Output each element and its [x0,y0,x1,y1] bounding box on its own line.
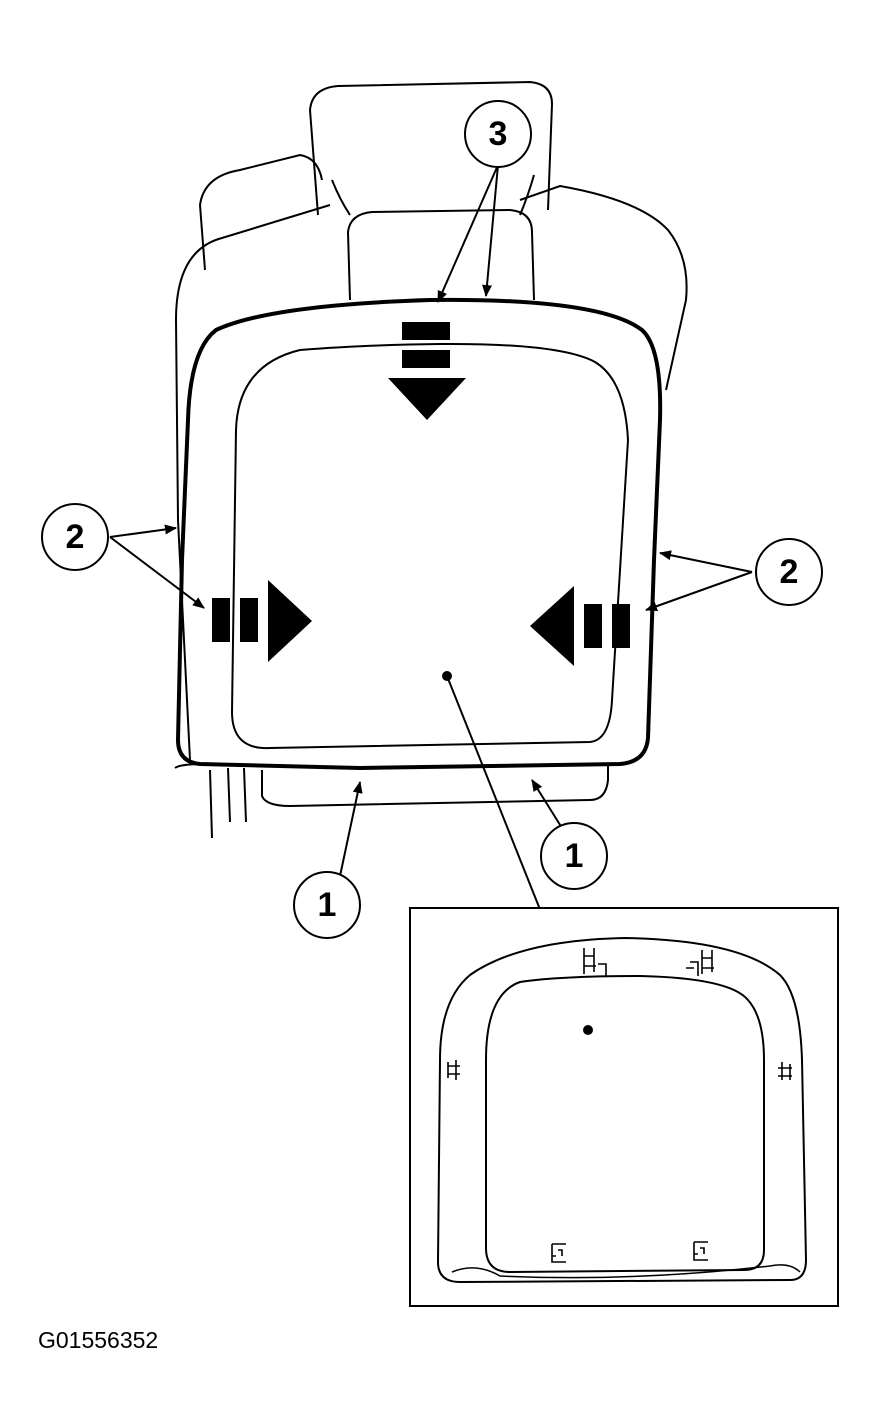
leader-2-left-b [109,536,205,609]
inset-panel-outer [436,936,808,1284]
headrest [308,80,554,216]
callout-3-label: 3 [489,115,508,153]
right-shoulder-bolster [519,184,688,391]
detail-pointer-dot-inset [583,1025,593,1035]
clip-icons [447,948,792,1263]
inset-lower-lip [451,1264,801,1279]
clip-bottom-right-icon [693,1241,708,1261]
back-panel [175,297,663,771]
leader-lines [109,164,753,1031]
callout-1-left: 1 [293,871,361,939]
callout-2-right-label: 2 [780,553,799,591]
clip-top-left-icon [583,948,607,976]
leader-1-left [339,781,363,877]
leader-2-right-b [645,571,753,611]
clip-top-right-icon [686,950,714,976]
inset-panel-inner [485,974,765,1274]
back-panel-outer [175,297,663,771]
seat-outline [174,80,688,839]
clip-left-icon [447,1060,460,1080]
callout-1-left-label: 1 [318,886,337,924]
headrest-collar [346,208,535,301]
left-shoulder-bolster [198,153,323,271]
callout-2-left-label: 2 [66,518,85,556]
leader-2-right-a [659,550,753,573]
inset-frame [409,907,839,1307]
leader-2-left-a [109,524,177,538]
push-arrow-down [388,322,466,420]
left-seat-outer [174,204,331,761]
leader-3b [482,164,499,297]
leader-3a [437,164,499,303]
headrest-inner [331,174,535,216]
figure-id: G01556352 [38,1327,159,1353]
back-panel-inner [230,342,630,750]
leader-1-right [531,779,563,829]
clip-bottom-left-icon [551,1243,566,1263]
seat-base [209,766,609,839]
push-arrow-left [530,586,630,666]
detail-inset [409,907,839,1307]
callout-1-right: 1 [540,822,608,890]
push-arrow-right [212,580,312,662]
callout-3: 3 [464,100,532,168]
callout-1-right-label: 1 [565,837,584,875]
clip-right-icon [778,1062,792,1080]
callout-2-left: 2 [41,503,109,571]
detail-pointer-dot-main [442,671,452,681]
callout-2-right: 2 [755,538,823,606]
